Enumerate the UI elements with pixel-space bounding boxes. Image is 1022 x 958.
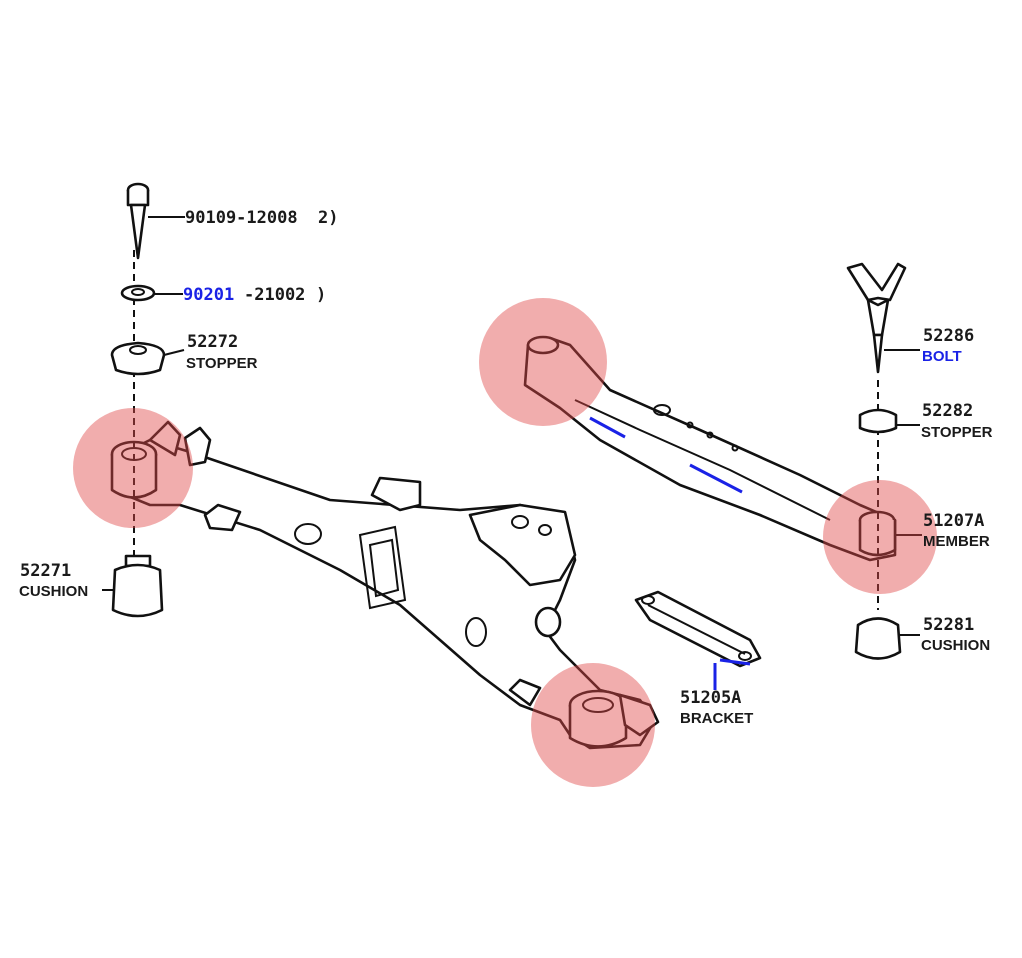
cushion-right-icon — [854, 617, 902, 660]
cushion-left-name: CUSHION — [19, 583, 88, 600]
cushion-right-number: 52281 — [923, 615, 974, 635]
highlight-member-right-end — [823, 480, 937, 594]
wing-bolt-icon — [846, 262, 907, 374]
bolt-right-name: BOLT — [922, 348, 962, 365]
stopper-right-name: STOPPER — [921, 424, 993, 441]
bolt-right-number: 52286 — [923, 326, 974, 346]
member-name: MEMBER — [923, 533, 990, 550]
bracket-name: BRACKET — [680, 710, 753, 727]
stopper-left-number: 52272 — [187, 332, 238, 352]
highlight-member-left-end — [479, 298, 607, 426]
washer-qty: ) — [316, 285, 326, 305]
bracket-icon — [634, 590, 762, 690]
cushion-left-number: 52271 — [20, 561, 71, 581]
bolt-icon — [126, 182, 150, 260]
stopper-left-icon — [110, 341, 166, 376]
left-subframe — [110, 420, 660, 750]
stopper-left-name: STOPPER — [186, 355, 258, 372]
stopper-right-number: 52282 — [922, 401, 973, 421]
member-number: 51207A — [923, 511, 984, 531]
bolt-top-number: 90109-12008 — [185, 208, 298, 228]
stopper-right-icon — [858, 408, 898, 434]
bracket-number: 51205A — [680, 688, 741, 708]
highlight-left-front-bushing — [73, 408, 193, 528]
bolt-top-qty: 2) — [318, 208, 338, 228]
washer-number-prefix: 90201 — [183, 285, 234, 305]
washer-number-suffix: -21002 — [244, 285, 305, 305]
cushion-right-name: CUSHION — [921, 637, 990, 654]
highlight-left-rear-bushing — [531, 663, 655, 787]
washer-icon — [120, 284, 156, 302]
cushion-left-icon — [111, 554, 164, 618]
